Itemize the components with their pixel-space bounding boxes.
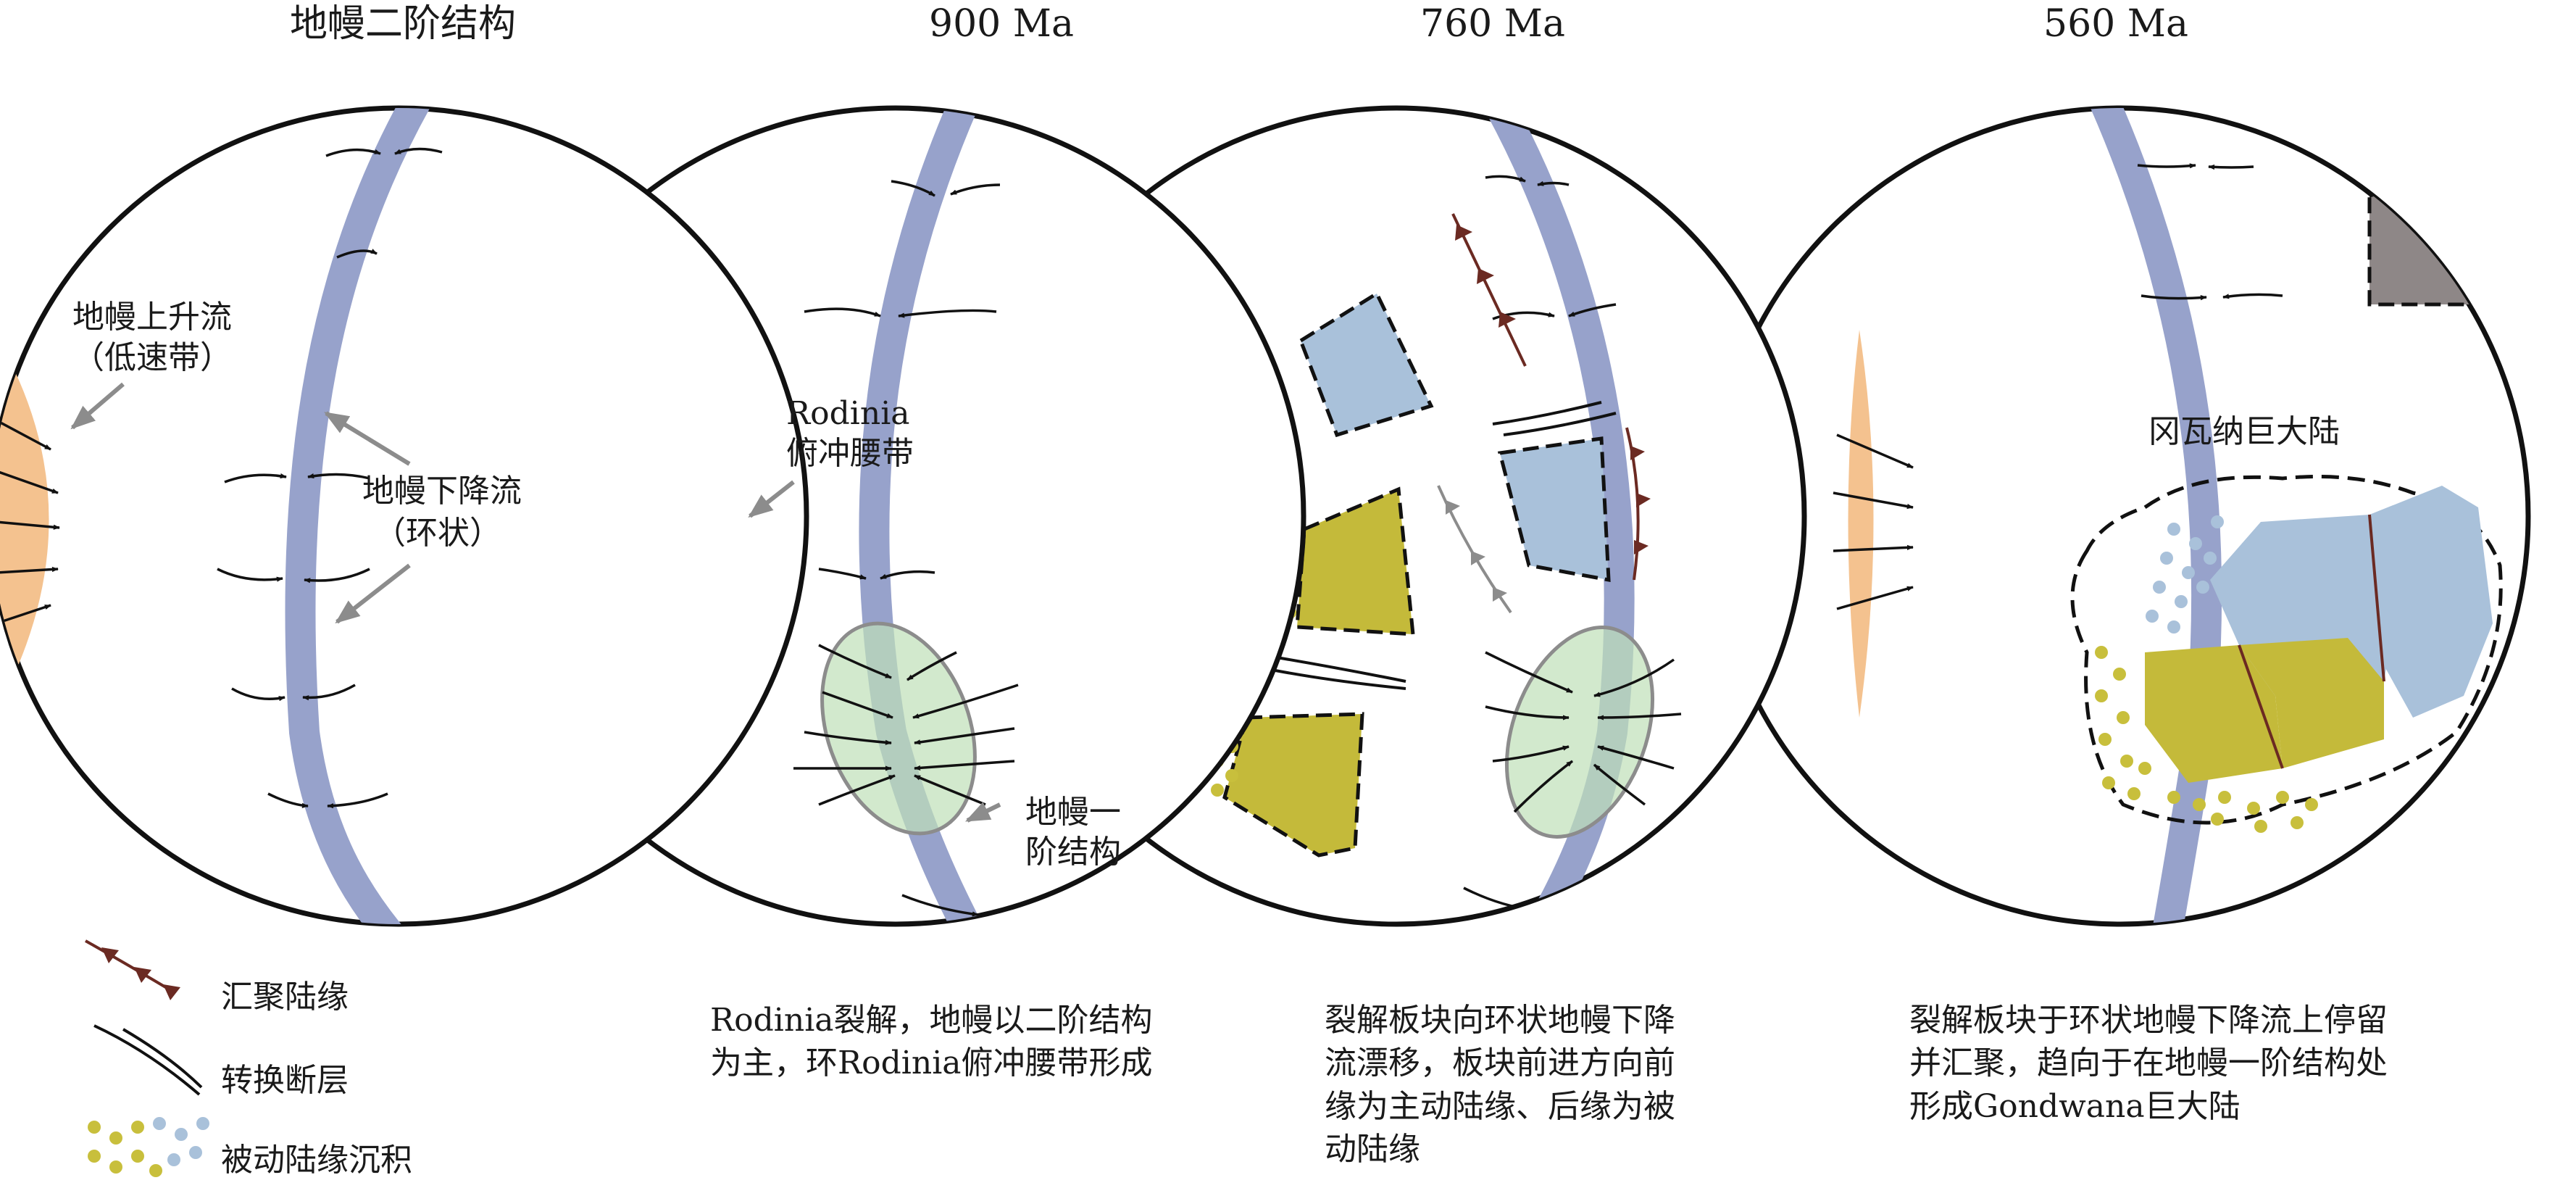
legend-transform-label: 转换断层: [221, 1062, 349, 1099]
block-olive: [1222, 712, 1364, 857]
label-degree1: 地幔一: [1025, 794, 1121, 831]
grey-convergent: [1437, 485, 1512, 614]
caption-900ma-line: Rodinia裂解，地幔以二阶结构: [710, 1002, 1153, 1039]
legend-transform-symbol: [93, 1024, 203, 1096]
caption-760ma-line: 动陆缘: [1325, 1131, 1420, 1168]
block-blue: [2369, 486, 2493, 718]
legend-passive-label: 被动陆缘沉积: [221, 1142, 412, 1179]
legend-passive-symbol: [88, 1117, 209, 1177]
caption-560ma-line: 形成Gondwana巨大陆: [1909, 1087, 2241, 1125]
title-degree2: 地幔二阶结构: [290, 2, 517, 46]
label-gondwana: 冈瓦纳巨大陆: [2148, 413, 2340, 450]
caption-760ma-line: 流漂移，板块前进方向前: [1325, 1045, 1675, 1082]
gondwana-margin: [2070, 475, 2503, 825]
block-olive: [2145, 645, 2283, 783]
title-560ma: 560 Ma: [2043, 2, 2189, 46]
pointer-arrows: [70, 382, 1001, 823]
label-rodinia: Rodinia: [786, 395, 910, 432]
downwelling-band: [859, 108, 992, 924]
downwelling-band: [285, 108, 434, 924]
block-olive: [1295, 486, 1415, 636]
block-grey: [2367, 168, 2517, 307]
label-downwelling: 地幔下降流: [362, 473, 522, 510]
caption-760ma-line: 裂解板块向环状地幔下降: [1325, 1002, 1675, 1039]
label-downwelling-sub: （环状）: [374, 515, 501, 552]
downwelling-band: [1475, 108, 1635, 924]
degree1-zone: [820, 621, 977, 836]
label-upwelling-sub: （低速带）: [72, 339, 232, 376]
legend-convergent-symbol: [85, 939, 180, 1000]
label-degree1-sub: 阶结构: [1025, 834, 1121, 871]
block-olive: [2239, 638, 2384, 768]
panel-560ma-globe: [1709, 105, 2531, 927]
caption-900ma-line: 为主，环Rodinia俯冲腰带形成: [710, 1045, 1153, 1082]
caption-760ma-line: 缘为主动陆缘、后缘为被: [1325, 1087, 1675, 1125]
caption-560ma-line: 裂解板块于环状地幔下降流上停留: [1909, 1002, 2388, 1039]
passive-sediment-dots: [2095, 515, 2318, 833]
caption-560ma: 裂解板块于环状地幔下降流上停留 并汇聚，趋向于在地幔一阶结构处 形成Gondwa…: [1909, 999, 2518, 1128]
convergent-margin: [1451, 213, 1651, 581]
transform-faults: [1267, 401, 1617, 690]
caption-760ma: 裂解板块向环状地幔下降 流漂移，板块前进方向前 缘为主动陆缘、后缘为被 动陆缘: [1325, 999, 1788, 1171]
legend-convergent-label: 汇聚陆缘: [221, 979, 349, 1016]
caption-900ma: Rodinia裂解，地幔以二阶结构 为主，环Rodinia俯冲腰带形成: [710, 999, 1261, 1085]
panel-degree2-globe: [0, 105, 809, 927]
block-blue: [1497, 436, 1611, 583]
caption-560ma-line: 并汇聚，趋向于在地幔一阶结构处: [1909, 1045, 2388, 1082]
block-blue: [1298, 291, 1434, 438]
upwelling-zone: [1848, 330, 1874, 718]
label-subduction-belt: 俯冲腰带: [786, 435, 914, 472]
title-760ma: 760 Ma: [1420, 2, 1566, 46]
title-900ma: 900 Ma: [929, 2, 1075, 46]
label-upwelling: 地幔上升流: [72, 299, 232, 336]
